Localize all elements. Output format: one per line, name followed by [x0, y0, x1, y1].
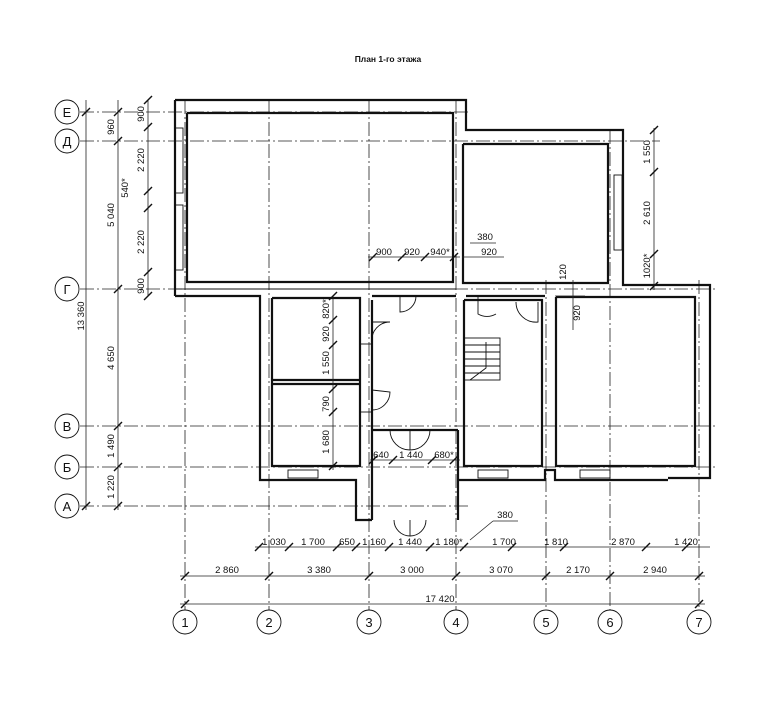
bottom-dimension-total: 17 420 — [180, 594, 705, 609]
windows — [174, 127, 623, 479]
dim-left-inner-5: 900 — [136, 278, 147, 294]
left-dimension-mid: 960 5 040 4 650 1 490 1 220 — [106, 100, 123, 511]
dim-bottom-total: 17 420 — [425, 594, 454, 605]
left-dimension-total: 13 360 — [76, 100, 91, 511]
axis-label-e: Е — [63, 105, 72, 120]
doors — [371, 295, 539, 537]
dim-b2-2: 3 380 — [307, 565, 331, 576]
corridor-dimensions: 820* 920 1 550 790 1 680 — [321, 291, 338, 471]
dim-right-upper-3: 1020* — [642, 253, 653, 278]
dim-left-mid-5: 1 220 — [106, 475, 117, 499]
dim-stair-2: 920 — [572, 305, 583, 321]
axis-label-b: Б — [63, 460, 72, 475]
grid-axes — [80, 100, 715, 610]
dim-left-mid-1: 960 — [106, 119, 117, 135]
dim-left-inner-1: 900 — [136, 106, 147, 122]
axis-label-3: 3 — [365, 615, 372, 630]
dim-vest-1: 640 — [373, 450, 389, 461]
axis-label-5: 5 — [542, 615, 549, 630]
dim-left-total: 13 360 — [76, 301, 87, 330]
dim-right-upper-1: 1 550 — [642, 140, 653, 164]
axis-bubbles-bottom: 1 2 3 4 5 6 7 — [172, 609, 712, 635]
axis-label-g: Г — [63, 282, 70, 297]
dim-left-mid-4: 1 490 — [106, 434, 117, 458]
dim-b1-1: 1 030 — [262, 537, 286, 548]
staircase — [463, 337, 501, 381]
dim-entrance-note: 380 — [497, 510, 513, 521]
dim-b1-6: 1 180* — [435, 537, 463, 548]
axis-label-a: А — [63, 499, 72, 514]
dim-left-inner-3: 540* — [120, 178, 131, 198]
dim-vest-3: 680* — [434, 450, 454, 461]
bottom-dimension-row1: 1 030 1 700 650 1 160 1 440 1 180* 1 700… — [254, 537, 710, 552]
dim-top-inner-2: 920 — [404, 247, 420, 258]
axis-label-2: 2 — [265, 615, 272, 630]
dim-b1-9: 2 870 — [611, 537, 635, 548]
dim-left-mid-3: 4 650 — [106, 346, 117, 370]
dim-b1-4: 1 160 — [362, 537, 386, 548]
dim-b1-8: 1 810 — [544, 537, 568, 548]
dim-top-right-2: 920 — [481, 247, 497, 258]
inner-walls — [175, 288, 456, 413]
dim-corridor-3: 1 550 — [321, 351, 332, 375]
axis-label-v: В — [63, 419, 72, 434]
dim-corridor-4: 790 — [321, 396, 332, 412]
bottom-dimension-row2: 2 860 3 380 3 000 3 070 2 170 2 940 — [180, 565, 705, 581]
dim-b2-6: 2 940 — [643, 565, 667, 576]
dim-b1-7: 1 700 — [492, 537, 516, 548]
dim-stair-1: 120 — [558, 264, 569, 280]
dim-top-right-1: 380 — [477, 232, 493, 243]
axis-label-d: Д — [63, 134, 72, 149]
stair-dimensions: 120 920 — [555, 264, 585, 330]
dim-b2-5: 2 170 — [566, 565, 590, 576]
dim-vest-2: 1 440 — [399, 450, 423, 461]
axis-label-1: 1 — [181, 615, 188, 630]
axis-bubbles-left: Е Д Г В Б А — [54, 99, 80, 519]
top-inner-dimensions: 900 920 940* 380 920 — [368, 232, 504, 262]
dim-b1-5: 1 440 — [398, 537, 422, 548]
vestibule-dimensions: 640 1 440 680* — [368, 450, 460, 465]
dim-b2-3: 3 000 — [400, 565, 424, 576]
dim-corridor-5: 1 680 — [321, 430, 332, 454]
dim-b2-1: 2 860 — [215, 565, 239, 576]
dim-b1-3: 650 — [339, 537, 355, 548]
dim-right-upper-2: 2 610 — [642, 201, 653, 225]
dim-left-mid-2: 5 040 — [106, 203, 117, 227]
left-dimension-inner: 900 2 220 540* 2 220 900 — [120, 95, 153, 301]
plan-title: План 1-го этажа — [355, 54, 422, 64]
dim-left-inner-4: 2 220 — [136, 230, 147, 254]
right-upper-dimensions: 1 550 2 610 1020* — [642, 125, 659, 291]
dim-b1-2: 1 700 — [301, 537, 325, 548]
axis-label-6: 6 — [606, 615, 613, 630]
dim-left-inner-2: 2 220 — [136, 148, 147, 172]
dim-top-inner-1: 900 — [376, 247, 392, 258]
dim-top-inner-3: 940* — [430, 247, 450, 258]
dim-b1-10: 1 420 — [674, 537, 698, 548]
entrance-note: 380 — [469, 510, 518, 541]
axis-label-4: 4 — [452, 615, 459, 630]
axis-label-7: 7 — [695, 615, 702, 630]
dim-b2-4: 3 070 — [489, 565, 513, 576]
dim-corridor-2: 920 — [321, 326, 332, 342]
dim-corridor-1: 820* — [321, 299, 332, 319]
